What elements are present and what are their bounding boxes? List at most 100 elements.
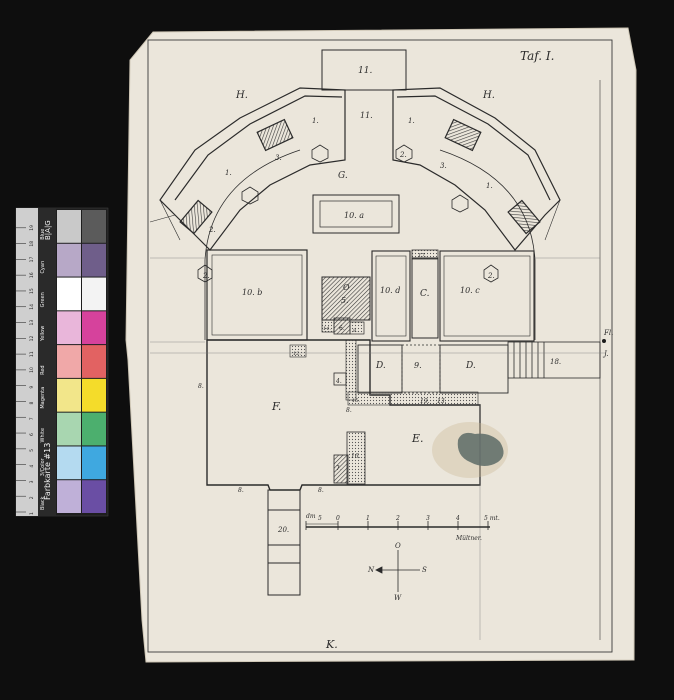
ruler-mark-label: 4 — [29, 465, 35, 468]
scale-tick-3: 2 — [395, 515, 400, 522]
room-label-c: C. — [420, 289, 430, 299]
room-10d — [371, 250, 411, 342]
scale-unit: dm — [306, 513, 316, 520]
scale-tick-0: 5 — [318, 515, 322, 522]
room-label-15: 15. — [352, 398, 360, 404]
dotted-wall-center — [345, 339, 357, 401]
room-label-d-right: D. — [465, 361, 476, 371]
ruler-mark-label: 10 — [29, 367, 35, 373]
room-10c — [439, 250, 535, 342]
compass-rose — [375, 550, 420, 592]
right-room-1b: 1. — [486, 182, 493, 190]
swatch-left — [57, 243, 81, 277]
swatch-label: White — [40, 428, 46, 443]
south-annex-20 — [267, 489, 301, 596]
ruler-mark-label: 3 — [29, 480, 35, 483]
room-4 — [333, 372, 347, 386]
scale-tick-6: 5 mt. — [484, 515, 500, 522]
compass-south: W — [394, 594, 402, 602]
swatch-left — [57, 480, 81, 513]
swatch-right — [82, 480, 106, 513]
bottom-label: K. — [325, 638, 338, 651]
ruler-mark-label: 11 — [29, 351, 35, 357]
wing-label-right: H. — [482, 90, 495, 101]
left-wing — [149, 87, 346, 251]
room-label-20: 20. — [277, 526, 289, 534]
ink-stain — [457, 432, 504, 466]
staircase-18 — [507, 341, 601, 379]
room-label-f: F. — [271, 400, 281, 413]
scale-tick-2: 1 — [366, 515, 370, 522]
left-room-1: 1. — [312, 117, 319, 125]
ruler-mark-label: 19 — [29, 225, 35, 231]
room-o-hatched — [321, 276, 371, 321]
left-room-2: 2. — [208, 226, 216, 234]
ruler-mark-label: 15 — [29, 288, 35, 294]
plate-frame — [147, 39, 613, 653]
swatch-left — [57, 378, 81, 412]
room-label-14: 14. — [323, 326, 331, 332]
room-7 — [333, 454, 349, 484]
ruler-mark-label: 5 — [29, 449, 35, 452]
right-room-2: 2. — [399, 151, 407, 159]
side-label-j: J. — [602, 350, 609, 358]
card-title: Farbkarte #13 — [43, 443, 52, 500]
swatch-label: Cyan — [40, 261, 46, 274]
swatch-label: Black — [40, 496, 46, 510]
ruler-mark-label: 1 — [29, 512, 35, 515]
ruler-mark-label: 13 — [29, 320, 35, 326]
room-label-16: 16. — [351, 453, 361, 460]
scale-tick-1: 0 — [336, 515, 340, 522]
swatch-left — [57, 412, 81, 446]
scale-bar — [305, 521, 490, 530]
swatch-label: Green — [40, 292, 46, 307]
room-10a — [312, 194, 400, 234]
right-room-1: 1. — [408, 117, 415, 125]
swatch-label: 3/Color — [40, 457, 46, 476]
scale-tick-4: 3 — [426, 515, 430, 522]
wing-label-left: H. — [235, 90, 248, 101]
room-top-annex — [321, 49, 407, 91]
swatch-right — [82, 412, 106, 446]
room-label-17: 17. — [418, 253, 427, 259]
room-label-12: 12. — [293, 351, 301, 357]
room-label-g: G. — [338, 171, 348, 181]
swatch-right — [82, 277, 106, 311]
s-label-1: 8. — [198, 383, 204, 390]
swatch-left — [57, 446, 81, 480]
room-label-d-left: D. — [375, 361, 386, 371]
swatch-right — [82, 243, 106, 277]
room-label-10b: 10. b — [242, 288, 262, 297]
left-room-2b: 2. — [202, 272, 210, 280]
swatch-left — [57, 277, 81, 311]
swatch-left — [57, 311, 81, 345]
plate-title: Taf. I. — [520, 49, 554, 63]
ruler-mark-label: 12 — [29, 335, 35, 341]
swatch-right — [82, 378, 106, 412]
room-label-18: 18. — [550, 358, 561, 366]
room-label-10c: 10. c — [460, 286, 480, 295]
compass-east: S — [422, 566, 427, 574]
room-label-6: 6. — [339, 325, 345, 332]
s-label-4: 8. — [346, 407, 352, 414]
card-brand: B|A|G — [44, 220, 52, 240]
room-label-19: 19. — [420, 398, 430, 405]
swatch-right — [82, 210, 106, 243]
ruler-mark-label: 9 — [29, 386, 35, 389]
room-label-4: 4. — [335, 378, 342, 385]
room-label-10d: 10. d — [380, 286, 400, 295]
right-room-2b: 2. — [487, 272, 495, 280]
room-label-8: 8. — [353, 328, 358, 334]
room-label-13: 13. — [437, 398, 447, 405]
color-swatches: BlueCyanGreenYellowRedMagentaWhite3/Colo… — [40, 210, 106, 513]
compass-west: N — [367, 566, 375, 574]
room-label-5: 5. — [341, 296, 349, 305]
small-turrets — [197, 144, 499, 283]
swatch-right — [82, 311, 106, 345]
ruler-mark-label: 14 — [29, 304, 35, 310]
ruler-mark-label: 6 — [29, 433, 35, 436]
ruler-mark-label: 2 — [29, 496, 35, 499]
